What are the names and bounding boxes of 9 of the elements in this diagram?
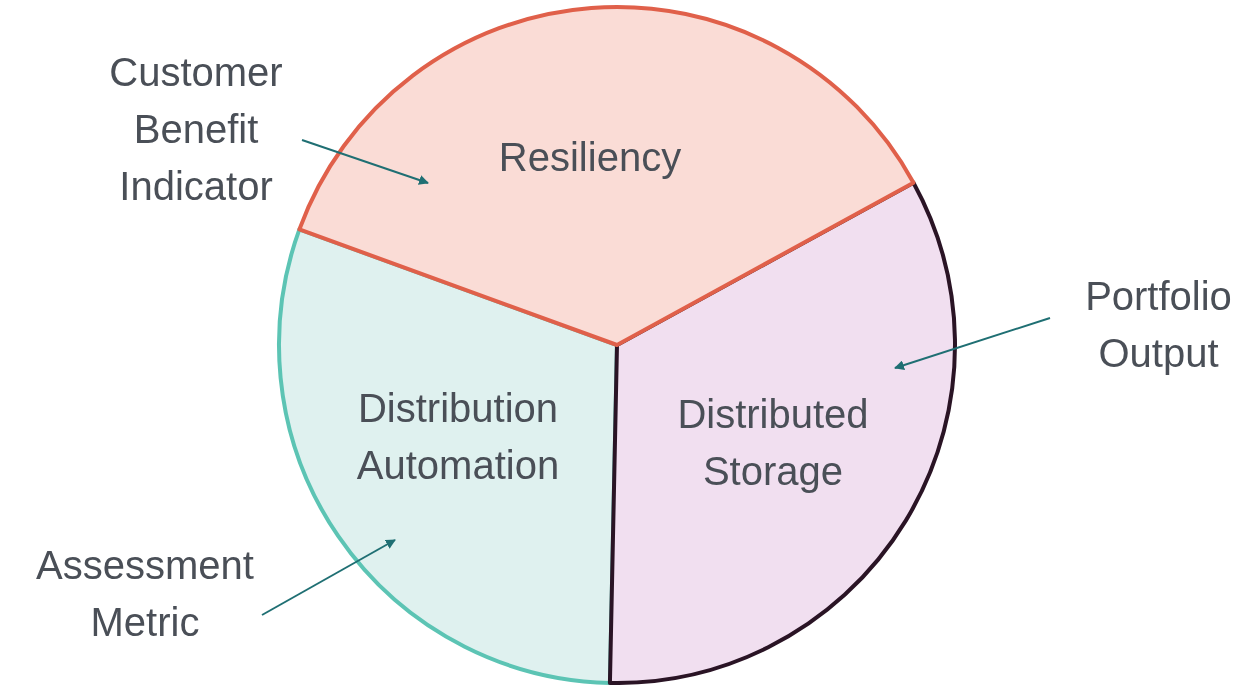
leader-arrow <box>301 139 429 185</box>
sector-label: Resiliency <box>460 128 720 186</box>
callout-text: Assessment Metric <box>10 537 280 651</box>
sector-label: Distributed Storage <box>648 386 898 500</box>
leader-arrow <box>261 539 396 616</box>
callout-text: Portfolio Output <box>1066 268 1251 382</box>
leader-arrow <box>894 317 1051 370</box>
sector-label: Distribution Automation <box>323 380 593 494</box>
callout-text: Customer Benefit Indicator <box>90 44 302 215</box>
